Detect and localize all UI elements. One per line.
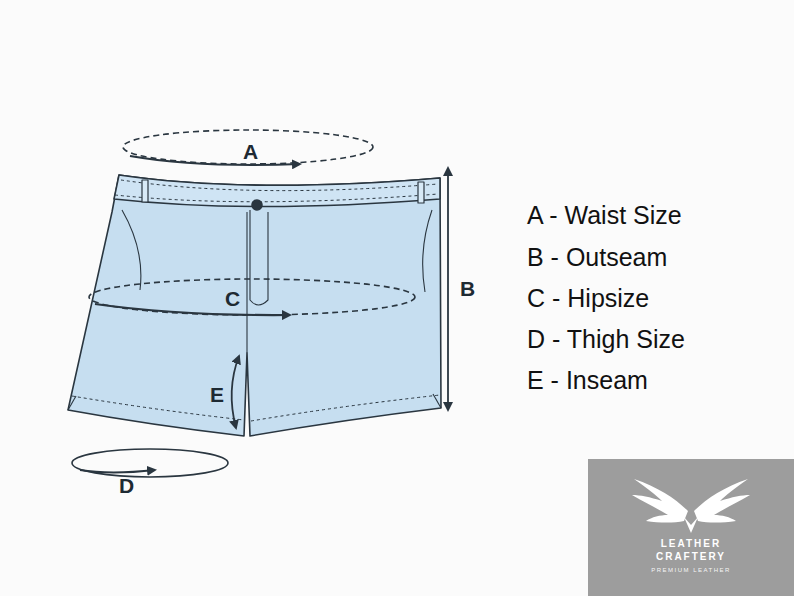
logo-box: LEATHER CRAFTERY PREMIUM LEATHER [588, 459, 794, 596]
measurement-key: C - Hipsize [527, 286, 649, 311]
hip-measure [89, 279, 415, 315]
brand-tagline: PREMIUM LEATHER [588, 567, 794, 573]
measurement-key: E - Inseam [527, 368, 648, 393]
measurement-key: D - Thigh Size [527, 327, 685, 352]
brand-name: LEATHER CRAFTERY [651, 537, 731, 563]
wings-logo [588, 459, 794, 596]
logo-text-wrap: LEATHER CRAFTERY PREMIUM LEATHER [588, 537, 794, 573]
callout-letter: D [117, 474, 136, 497]
outseam-arrow [447, 168, 449, 410]
inseam-arrow [232, 356, 239, 428]
shorts [68, 175, 441, 436]
callout-letter: C [223, 287, 242, 310]
callout-letter: A [241, 140, 260, 163]
callout-letter: B [458, 277, 477, 300]
callout-letter: E [208, 383, 226, 406]
measurement-key: A - Waist Size [527, 203, 682, 228]
waist-measure [123, 130, 373, 165]
thigh-measure [72, 449, 228, 477]
measurement-key: B - Outseam [527, 245, 667, 270]
